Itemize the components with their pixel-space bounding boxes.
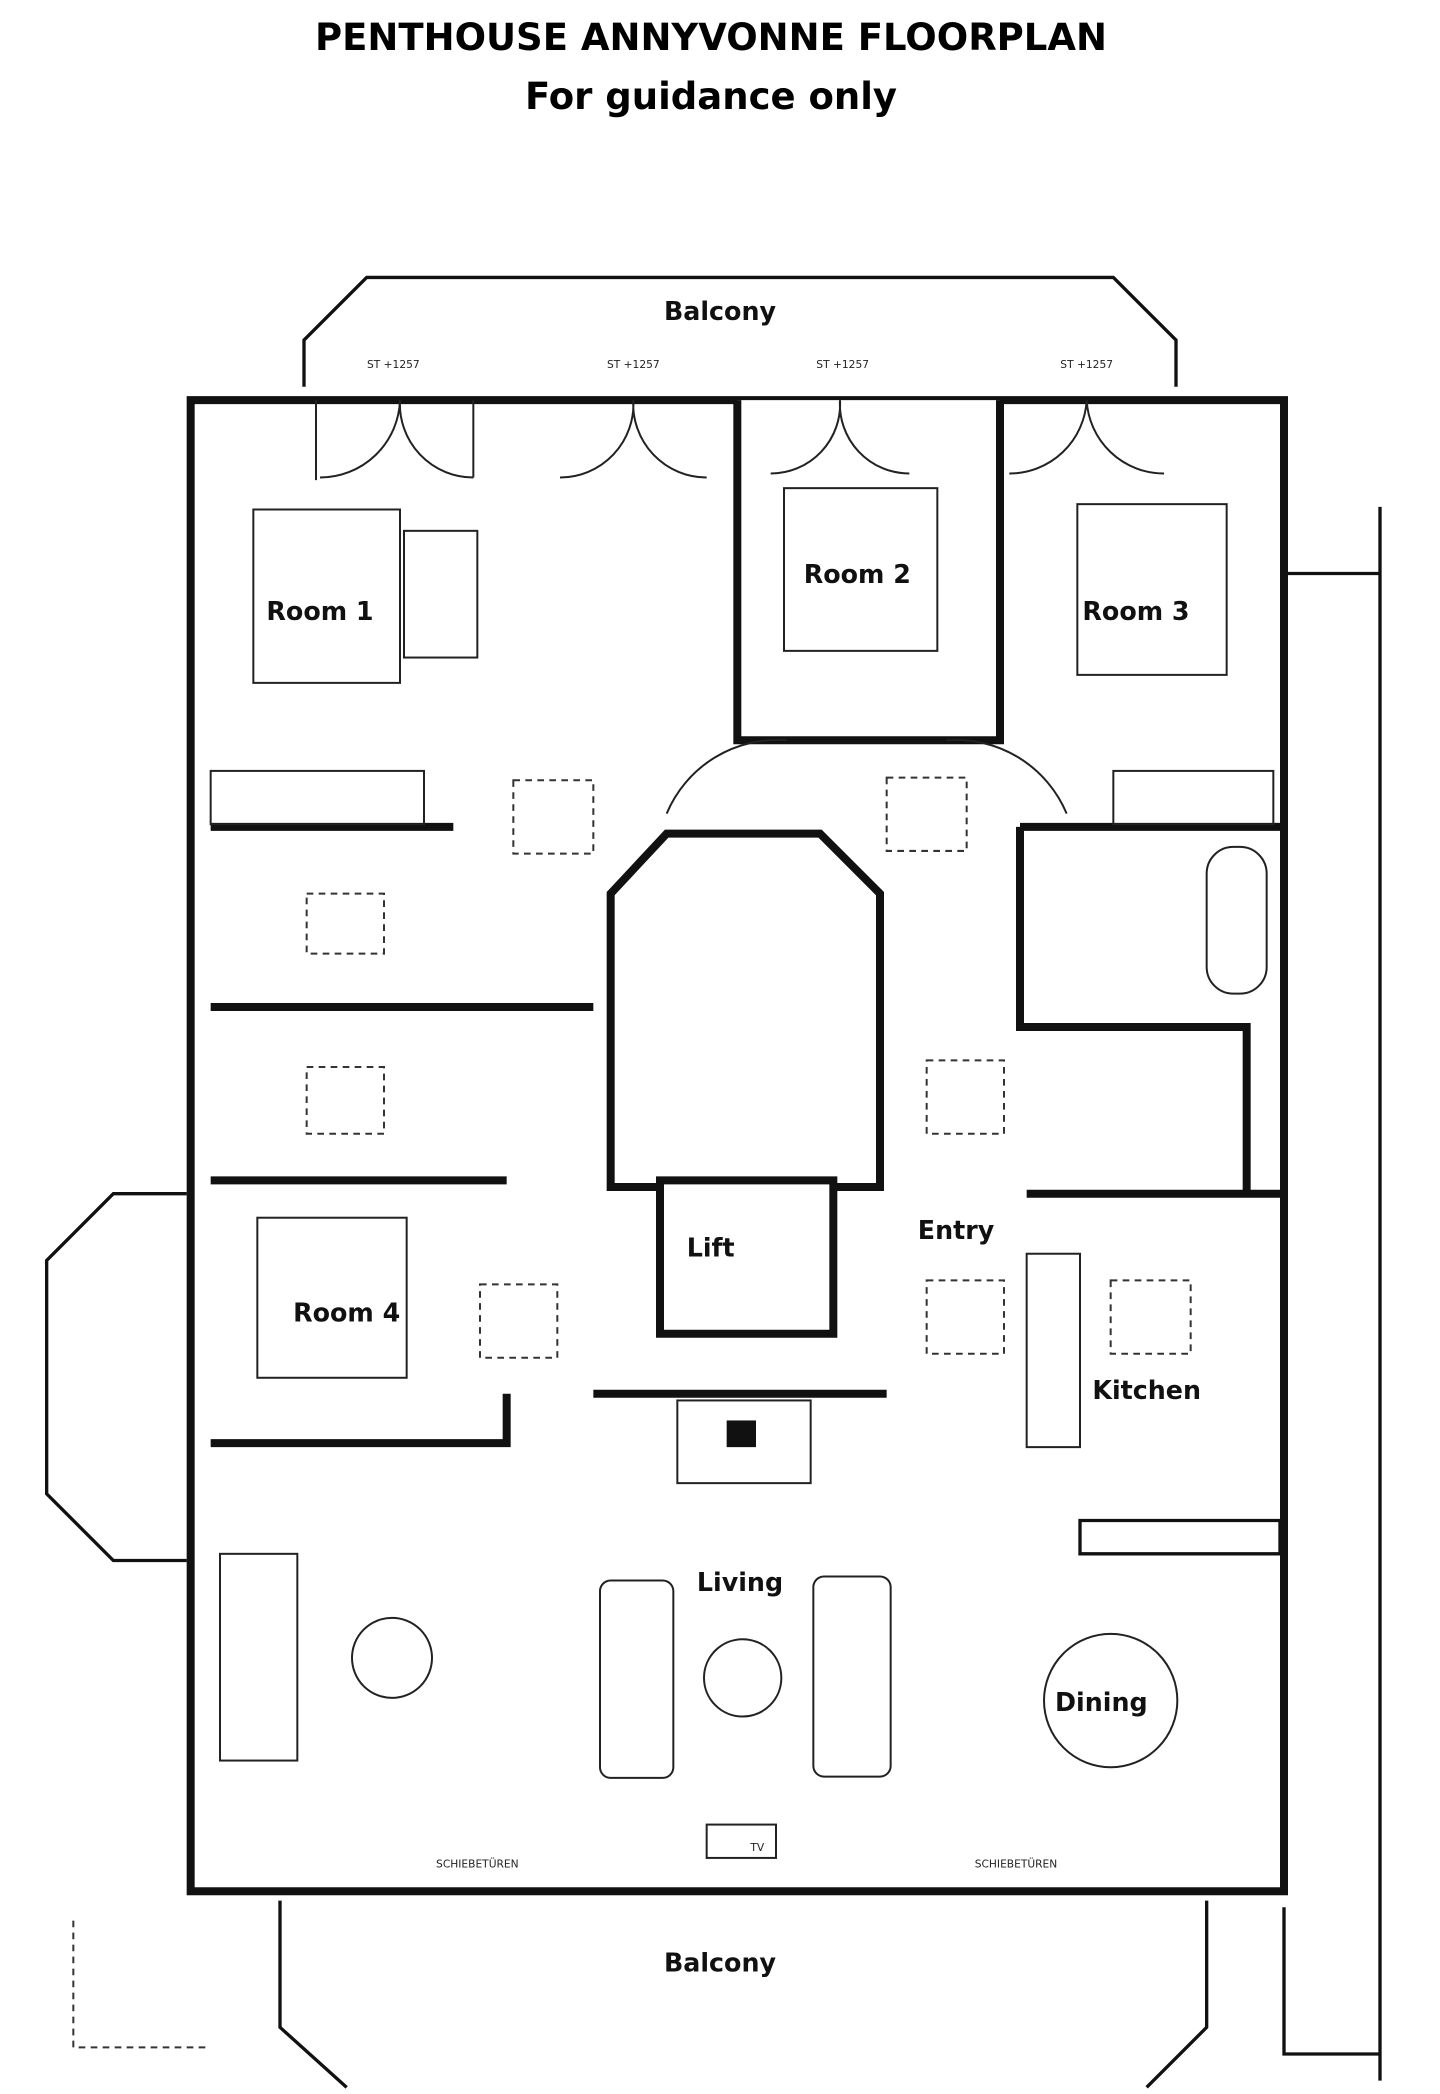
tv-label: TV (749, 1841, 765, 1854)
room-4-label: Room 4 (293, 1298, 400, 1328)
sliding-door-label: SCHIEBETÜREN (436, 1857, 519, 1870)
balcony-bottom-label: Balcony (664, 1947, 777, 1977)
page-title: PENTHOUSE ANNYVONNE FLOORPLAN (315, 16, 1107, 59)
header: PENTHOUSE ANNYVONNE FLOORPLAN For guidan… (0, 0, 1440, 140)
balcony-top-label: Balcony (664, 296, 777, 326)
window-height-label: ST +1257 (607, 358, 660, 371)
window-height-label: ST +1257 (367, 358, 420, 371)
window-height-label: ST +1257 (816, 358, 869, 371)
lift-label: Lift (687, 1232, 735, 1262)
room-1-label: Room 1 (266, 596, 373, 626)
living-label: Living (697, 1567, 783, 1597)
room-2-label: Room 2 (804, 559, 911, 589)
window-height-label: ST +1257 (1060, 358, 1113, 371)
room-3-label: Room 3 (1082, 596, 1189, 626)
dining-label: Dining (1055, 1687, 1148, 1717)
balcony-bottom-outline (278, 1900, 1209, 2089)
entry-label: Entry (918, 1215, 995, 1245)
bay-window (45, 1192, 187, 1563)
sliding-door-label: SCHIEBETÜREN (975, 1857, 1058, 1870)
balcony-top-outline (302, 275, 1178, 387)
page-subtitle: For guidance only (524, 75, 898, 118)
interior-walls (210, 400, 1284, 1556)
furniture (209, 487, 1275, 1859)
kitchen-label: Kitchen (1092, 1375, 1201, 1405)
